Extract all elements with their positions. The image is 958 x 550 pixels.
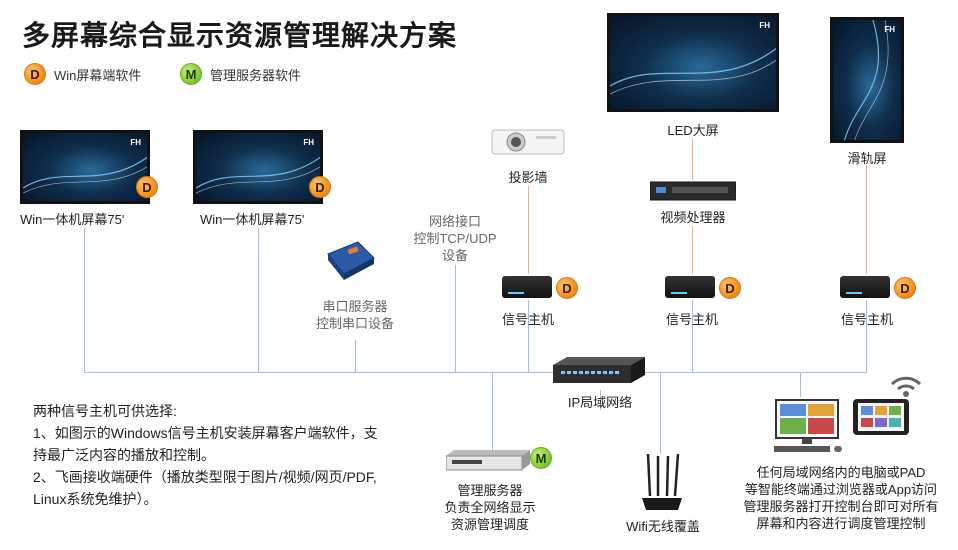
projector-label: 投影墙 [508,170,548,185]
wifi-label: Wifi无线覆盖 [626,519,700,534]
m-badge-icon: M [530,447,552,469]
video-processor-icon [649,180,737,202]
slide-rail-label: 滑轨屏 [847,151,887,166]
screen-wave-icon [844,20,889,140]
notes-line: 1、如图示的Windows信号主机安装屏幕客户端软件，支 [33,425,378,441]
page-title: 多屏幕综合显示资源管理解决方案 [22,20,458,51]
video-processor-label: 视频处理器 [660,210,726,225]
notes-line: Linux系统免维护）。 [33,491,158,507]
switch-label: IP局域网络 [567,395,633,410]
d-badge-icon: D [309,176,331,198]
d-badge-icon: D [556,277,578,299]
tablet-terminal-icon [852,398,910,438]
win-screen-2: FH [193,130,323,204]
led-screen: FH [607,13,779,112]
wifi-signal-icon [890,374,922,398]
screen-logo: FH [303,138,314,147]
notes-line: 两种信号主机可供选择: [33,403,177,419]
pc-terminal-icon [770,398,844,456]
serial-server-icon [324,240,376,282]
screen-logo: FH [759,21,770,30]
signal-host-2-label: 信号主机 [665,312,718,327]
legend-win-label: Win屏幕端软件 [54,67,142,83]
notes-block: 两种信号主机可供选择: 1、如图示的Windows信号主机安装屏幕客户端软件，支… [33,400,433,510]
signal-host-1-label: 信号主机 [501,312,554,327]
signal-host-3-label: 信号主机 [840,312,893,327]
win-screen-1-label: Win一体机屏幕75' [20,212,125,227]
screen-logo: FH [884,25,895,34]
projector-icon [490,126,566,158]
management-server-icon [445,450,530,472]
signal-host-3 [840,276,890,298]
signal-host-1 [502,276,552,298]
signal-host-2 [665,276,715,298]
d-badge-icon: D [719,277,741,299]
win-screen-2-label: Win一体机屏幕75' [200,212,305,227]
screen-wave-icon [23,156,147,194]
notes-line: 2、飞画接收端硬件（播放类型限于图片/视频/网页/PDF, [33,469,377,485]
m-badge-icon: M [180,63,202,85]
notes-line: 持最广泛内容的播放和控制。 [33,447,215,463]
win-screen-1: FH [20,130,150,204]
network-switch-icon [553,355,645,389]
screen-logo: FH [130,138,141,147]
d-badge-icon: D [894,277,916,299]
d-badge-icon: D [136,176,158,198]
slide-rail-screen: FH [830,17,904,143]
legend-win-software: D Win屏幕端软件 [24,63,141,85]
screen-wave-icon [196,156,320,194]
network-port-label: 网络接口 控制TCP/UDP 设备 [413,214,497,263]
d-badge-icon: D [24,63,46,85]
legend-server-software: M 管理服务器软件 [180,63,301,85]
serial-server-label: 串口服务器 控制串口设备 [315,299,394,331]
management-server-label: 管理服务器 负责全网络显示 资源管理调度 [444,483,536,532]
terminals-label: 任何局域网络内的电脑或PAD 等智能终端通过浏览器或App访问 管理服务器打开控… [743,465,939,531]
screen-wave-icon [610,47,776,95]
wifi-router-icon [640,453,684,514]
legend-server-label: 管理服务器软件 [210,67,302,83]
led-screen-label: LED大屏 [667,123,719,138]
